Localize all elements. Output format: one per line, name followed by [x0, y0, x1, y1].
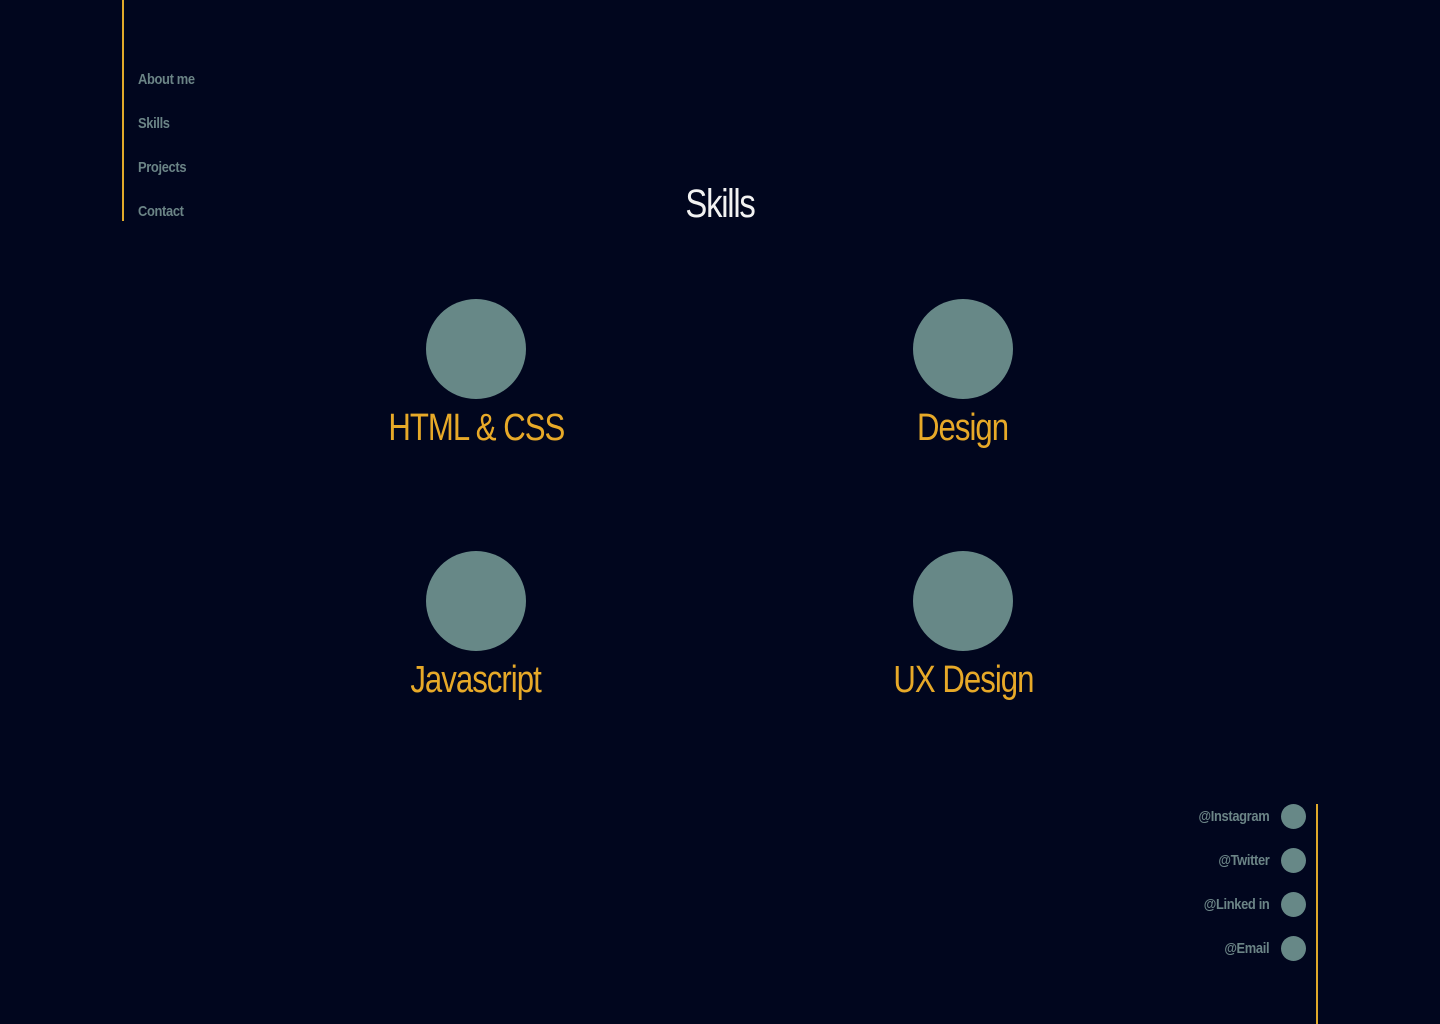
- instagram-icon: [1281, 803, 1306, 829]
- nav-divider-line: [122, 0, 124, 221]
- skill-label: UX Design: [892, 659, 1034, 701]
- skill-card-html-css: HTML & CSS: [326, 299, 626, 455]
- social-label: @Email: [1224, 939, 1269, 957]
- social-link-email[interactable]: @Email: [1217, 926, 1306, 970]
- social-label: @Linked in: [1203, 895, 1269, 913]
- social-links: @Instagram @Twitter @Linked in @Email: [1187, 794, 1306, 970]
- skill-icon-placeholder: [426, 551, 526, 651]
- social-label: @Instagram: [1198, 807, 1269, 825]
- page-title: Skills: [685, 182, 755, 226]
- skill-card-design: Design: [813, 299, 1113, 455]
- skill-card-javascript: Javascript: [326, 551, 626, 707]
- skill-icon-placeholder: [913, 299, 1013, 399]
- social-label: @Twitter: [1217, 851, 1270, 869]
- nav-item-about-me[interactable]: About me: [138, 71, 195, 88]
- skill-card-ux-design: UX Design: [813, 551, 1113, 707]
- socials-divider-line: [1316, 804, 1318, 1024]
- skill-icon-placeholder: [426, 299, 526, 399]
- social-link-instagram[interactable]: @Instagram: [1187, 794, 1306, 838]
- social-link-twitter[interactable]: @Twitter: [1210, 838, 1306, 882]
- social-link-linkedin[interactable]: @Linked in: [1193, 882, 1306, 926]
- skill-icon-placeholder: [913, 551, 1013, 651]
- email-icon: [1281, 935, 1306, 961]
- twitter-icon: [1281, 847, 1306, 873]
- skill-label: Design: [917, 407, 1009, 449]
- nav-item-projects[interactable]: Projects: [138, 159, 187, 176]
- skill-label: HTML & CSS: [387, 407, 565, 449]
- skill-label: Javascript: [410, 659, 542, 701]
- linkedin-icon: [1281, 891, 1306, 917]
- side-navigation: About me Skills Projects Contact: [138, 68, 204, 244]
- nav-item-contact[interactable]: Contact: [138, 203, 184, 220]
- nav-item-skills[interactable]: Skills: [138, 115, 170, 132]
